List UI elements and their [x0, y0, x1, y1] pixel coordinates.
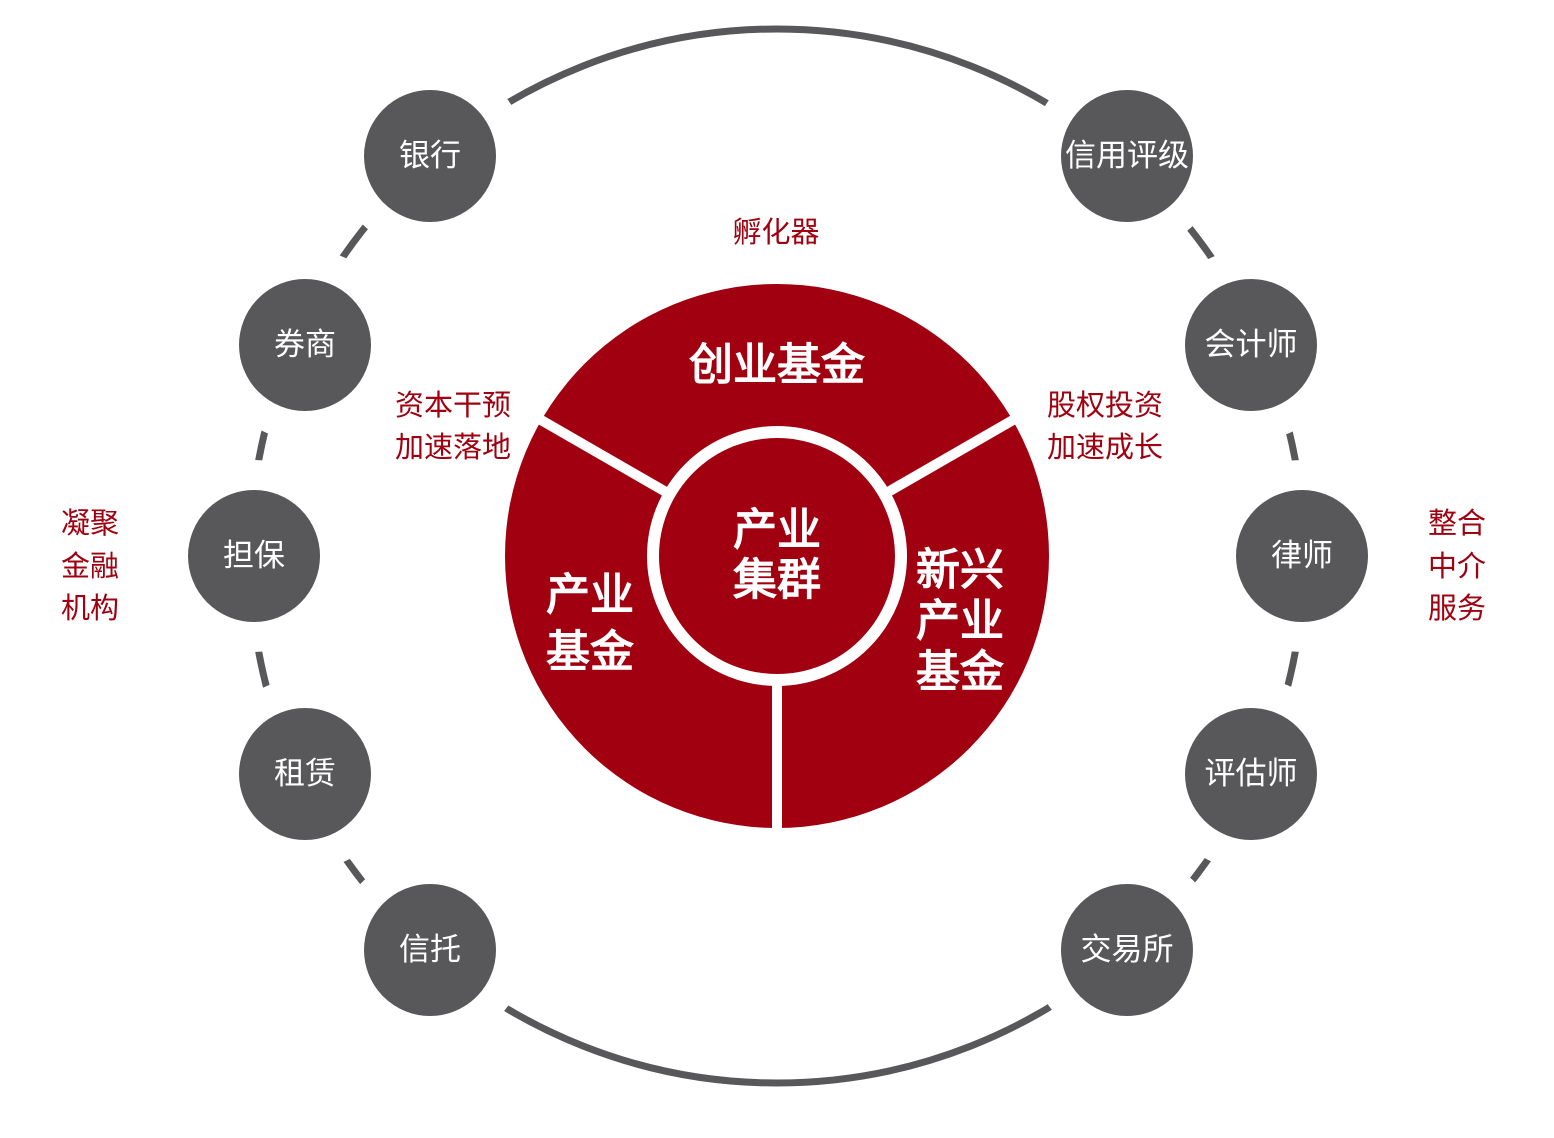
node-credit-rating: 信用评级 — [1031, 60, 1223, 252]
left-outer-line3: 机构 — [61, 591, 119, 625]
incubator-label: 孵化器 — [732, 215, 819, 249]
svg-text:券商: 券商 — [274, 327, 336, 363]
node-appraiser: 评估师 — [1155, 678, 1347, 870]
right-outer-line2: 中介 — [1428, 549, 1486, 583]
svg-text:租赁: 租赁 — [274, 756, 336, 792]
node-trust: 信托 — [334, 854, 526, 1046]
left-outer-line2: 金融 — [61, 549, 119, 583]
left-inner-line2: 加速落地 — [395, 430, 511, 464]
right-segment-line2: 产业 — [916, 596, 1004, 647]
right-segment-line3: 基金 — [916, 647, 1005, 698]
svg-text:会计师: 会计师 — [1205, 327, 1298, 363]
svg-text:交易所: 交易所 — [1081, 932, 1174, 968]
left-segment-line2: 基金 — [546, 627, 635, 678]
node-accountant: 会计师 — [1155, 249, 1347, 441]
node-guarantee: 担保 — [158, 460, 350, 652]
svg-text:律师: 律师 — [1271, 538, 1333, 574]
core-label-line2: 集群 — [732, 555, 821, 606]
node-leasing: 租赁 — [209, 678, 401, 870]
core-label-line1: 产业 — [733, 505, 821, 556]
right-segment-line1: 新兴 — [916, 545, 1004, 596]
svg-text:信用评级: 信用评级 — [1065, 138, 1189, 174]
svg-text:评估师: 评估师 — [1205, 756, 1298, 792]
svg-text:信托: 信托 — [399, 932, 461, 968]
left-inner-line1: 资本干预 — [395, 388, 511, 422]
right-outer-line3: 服务 — [1428, 591, 1486, 625]
top-segment-label: 创业基金 — [689, 340, 866, 391]
svg-text:担保: 担保 — [223, 538, 285, 574]
core-circle — [647, 426, 907, 686]
svg-text:银行: 银行 — [399, 138, 461, 174]
right-outer-line1: 整合 — [1428, 506, 1486, 540]
left-segment-line1: 产业 — [546, 570, 634, 621]
node-exchange: 交易所 — [1031, 854, 1223, 1046]
node-lawyer: 律师 — [1206, 460, 1398, 652]
node-bank: 银行 — [334, 60, 526, 252]
right-inner-line1: 股权投资 — [1047, 388, 1163, 422]
left-outer-line1: 凝聚 — [61, 506, 119, 540]
node-securities: 券商 — [209, 249, 401, 441]
right-inner-line2: 加速成长 — [1047, 430, 1163, 464]
